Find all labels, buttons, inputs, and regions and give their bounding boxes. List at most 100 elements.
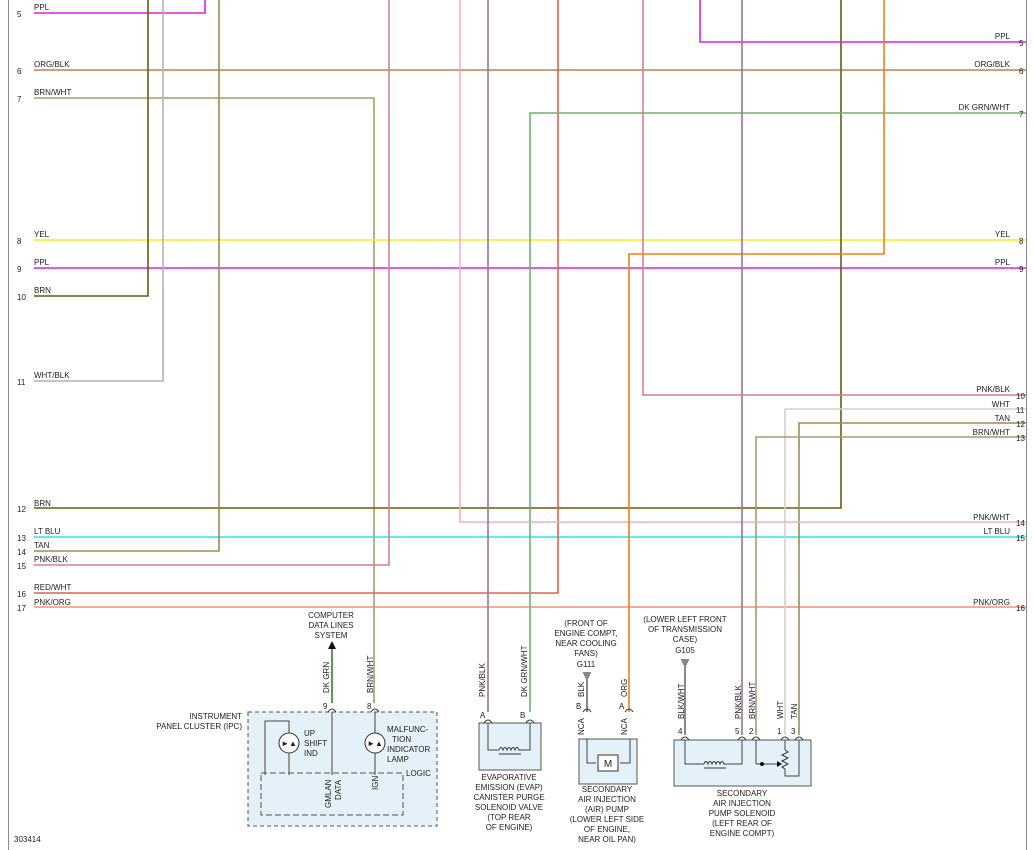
lamp-symbol: ►▲ (281, 739, 297, 748)
mil-lamp-icon (364, 732, 386, 754)
left-wire-color: BRN/WHT (34, 88, 71, 97)
ign-label: IGN (371, 776, 380, 790)
data-lines-label: SYSTEM (315, 631, 348, 640)
left-wire-color: ORG/BLK (34, 60, 70, 69)
pump-wire-a-color: ORG (620, 679, 629, 697)
right-wire-color: TAN (995, 414, 1011, 423)
data-lines-label: COMPUTER (308, 611, 354, 620)
left-wire-color: YEL (34, 230, 50, 239)
wire-brn-left-10 (34, 0, 149, 297)
solenoid-ground-label: G105 (675, 646, 695, 655)
mil-label: LAMP (387, 755, 409, 764)
left-pin-number: 9 (17, 265, 22, 274)
evap-label: OF ENGINE) (486, 823, 533, 832)
wire-brn-12 (34, 0, 842, 509)
solenoid-wire-color: TAN (790, 703, 799, 719)
solenoid-coil-icon (703, 761, 726, 766)
evap-label: EMISSION (EVAP) (475, 783, 543, 792)
wire-ppl-left-5 (34, 0, 206, 14)
wire-tan-left-14 (34, 0, 220, 552)
evap-label: CANISTER PURGE (473, 793, 544, 802)
connector-mark (794, 736, 804, 741)
wire-dk-grn-wht-7 (529, 112, 1026, 712)
wire-wht-blk-11 (34, 0, 164, 382)
data-lines-label: DATA LINES (308, 621, 353, 630)
arrow-up-icon (328, 641, 336, 649)
pump-location: NEAR COOLING (555, 639, 616, 648)
right-pin-number: 6 (1019, 67, 1024, 76)
right-wire-color: PPL (995, 32, 1011, 41)
gmlan-label: DATA (334, 779, 343, 800)
wire-pnk-wht-14 (459, 0, 1026, 523)
wire-traces (34, 0, 1026, 735)
solenoid-wire-color: PNK/BLK (734, 685, 743, 719)
diagram-code: 303414 (14, 835, 41, 844)
secondary-air-pump: (FRONT OF ENGINE COMPT, NEAR COOLING FAN… (554, 619, 644, 844)
pump-internal-wire (620, 739, 631, 764)
secondary-air-solenoid: (LOWER LEFT FRONT OF TRANSMISSION CASE) … (643, 615, 812, 838)
evap-box (478, 722, 542, 771)
left-pin-number: 10 (17, 293, 26, 302)
evap-wire-a-color: PNK/BLK (478, 663, 487, 697)
solenoid-internal-wire (784, 740, 800, 777)
right-wire-15: LT BLU 15 (984, 527, 1026, 543)
ground-icon (681, 659, 689, 665)
pump-location: FANS) (574, 649, 598, 658)
right-wire-color: PNK/BLK (976, 385, 1010, 394)
pump-label: OF ENGINE, (584, 825, 630, 834)
pump-wire-b-color: BLK (577, 681, 586, 697)
ipc-pin-a: 9 (323, 702, 328, 711)
solenoid-location: OF TRANSMISSION (648, 625, 722, 634)
connector-mark (737, 736, 747, 741)
connector-mark (751, 736, 761, 741)
right-wire-color: PPL (995, 258, 1011, 267)
solenoid-wire-color: WHT (776, 701, 785, 719)
ipc-label: PANEL CLUSTER (IPC) (156, 722, 242, 731)
right-wire-color: ORG/BLK (974, 60, 1010, 69)
right-wire-color: PNK/WHT (973, 513, 1010, 522)
junction-dot (760, 762, 764, 766)
right-pin-number: 10 (1016, 392, 1025, 401)
left-pin-number: 14 (17, 548, 26, 557)
wire-pnk-blk-right-10 (642, 0, 1026, 396)
right-pin-number: 15 (1016, 534, 1025, 543)
solenoid-coil-icon (498, 747, 521, 752)
pump-label: SECONDARY (582, 785, 633, 794)
pump-location: ENGINE COMPT, (554, 629, 617, 638)
pump-internal-wire (586, 739, 596, 764)
wire-brn-wht-right-13 (755, 436, 1026, 735)
right-pin-number: 8 (1019, 237, 1024, 246)
left-wire-color: RED/WHT (34, 583, 71, 592)
pump-pin-a: A (619, 702, 625, 711)
right-wire-10: PNK/BLK 10 (976, 385, 1025, 401)
right-wire-color: DK GRN/WHT (958, 103, 1010, 112)
right-wire-color: LT BLU (984, 527, 1011, 536)
left-wire-color: PNK/ORG (34, 598, 71, 607)
upshift-label: SHIFT (304, 739, 327, 748)
ipc-box (247, 711, 438, 827)
pump-nca-a: NCA (620, 717, 629, 735)
right-wire-color: YEL (995, 230, 1011, 239)
upshift-lamp-icon (278, 732, 300, 754)
wire-tan-right-12 (798, 422, 1026, 735)
pump-ground-label: G111 (577, 660, 596, 669)
solenoid-label: PUMP SOLENOID (709, 809, 776, 818)
pump-label: (LOWER LEFT SIDE (570, 815, 645, 824)
wire-wht-11 (784, 408, 1026, 735)
evap-label: SOLENOID VALVE (475, 803, 543, 812)
left-pin-number: 17 (17, 604, 26, 613)
solenoid-wire-color: BRN/WHT (748, 682, 757, 719)
